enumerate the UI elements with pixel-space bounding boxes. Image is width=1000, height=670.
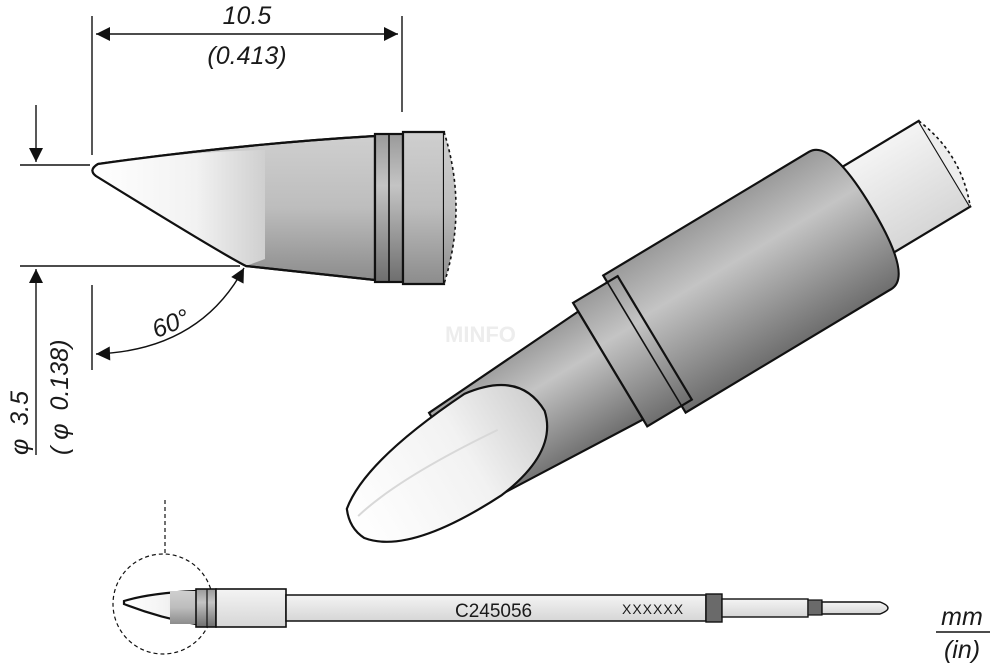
diameter-symbol: φ (6, 439, 34, 455)
diameter-mm-label: 3.5 (6, 391, 34, 426)
dimension-lines (20, 16, 403, 455)
units-mm: mm (941, 603, 983, 631)
part-code: C245056 (455, 601, 532, 622)
units-in: (in) (944, 636, 980, 664)
tip-3d-view (345, 119, 972, 543)
diameter-in-open: ( (46, 444, 74, 455)
angle-label: 60° (148, 304, 194, 344)
tip-overview (112, 500, 889, 655)
length-mm-label: 10.5 (223, 2, 272, 30)
length-in-label: (0.413) (207, 42, 286, 70)
watermark: MINFO (445, 322, 516, 347)
tip-side-view (91, 130, 457, 286)
diameter-labels: φ 3.5 ( φ 0.138) (6, 340, 74, 455)
part-marking: XXXXXX (622, 601, 684, 617)
svg-text:( φ 0.138): ( φ 0.138) (46, 340, 74, 455)
svg-text:φ 3.5: φ 3.5 (6, 391, 34, 455)
diameter-symbol-in: φ (46, 423, 74, 439)
diameter-in-label: 0.138) (46, 340, 74, 411)
